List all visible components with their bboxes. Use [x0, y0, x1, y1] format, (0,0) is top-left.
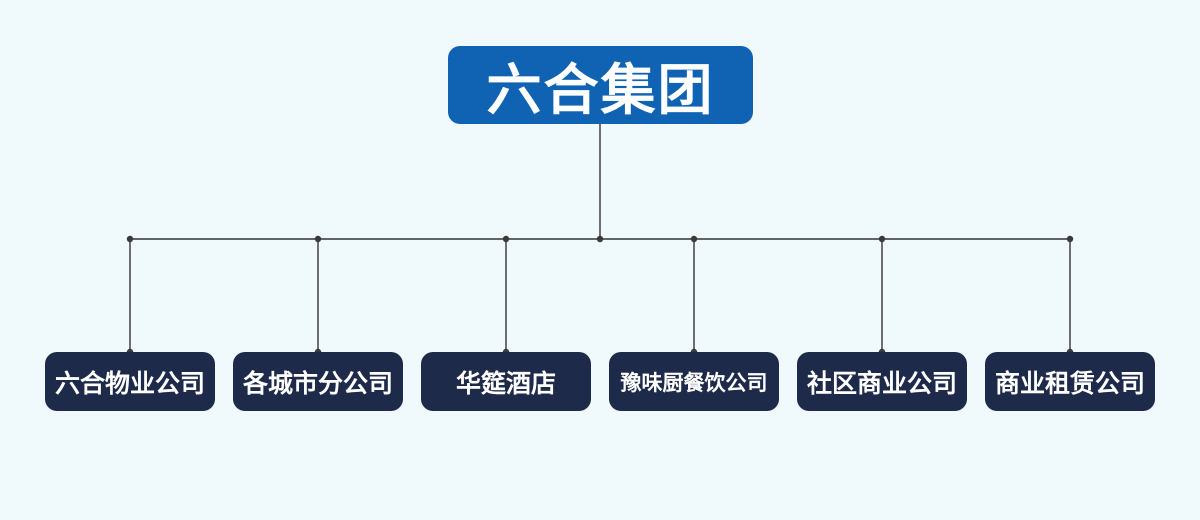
org-node-child[interactable]: 六合物业公司 [45, 352, 215, 411]
junction-dot [502, 235, 510, 243]
org-node-child-label: 商业租赁公司 [994, 369, 1145, 398]
org-node-child[interactable]: 商业租赁公司 [985, 352, 1155, 411]
org-node-root[interactable]: 六合集团 [448, 46, 753, 124]
org-node-child-label: 六合物业公司 [54, 369, 205, 398]
org-node-child-label: 华筵酒店 [455, 369, 556, 398]
org-node-child-label: 豫味厨餐饮公司 [620, 371, 768, 395]
junction-dot [314, 235, 322, 243]
org-node-child[interactable]: 社区商业公司 [797, 352, 967, 411]
org-node-child-label: 社区商业公司 [806, 369, 957, 398]
org-node-child[interactable]: 华筵酒店 [421, 352, 591, 411]
junction-dot [690, 235, 698, 243]
org-node-root-label: 六合集团 [486, 59, 715, 121]
junction-dot [126, 235, 134, 243]
org-node-child[interactable]: 豫味厨餐饮公司 [609, 352, 779, 411]
org-node-child[interactable]: 各城市分公司 [233, 352, 403, 411]
junction-dot [1066, 235, 1074, 243]
junction-dot [596, 235, 604, 243]
junction-dot [878, 235, 886, 243]
org-node-child-label: 各城市分公司 [242, 369, 393, 398]
